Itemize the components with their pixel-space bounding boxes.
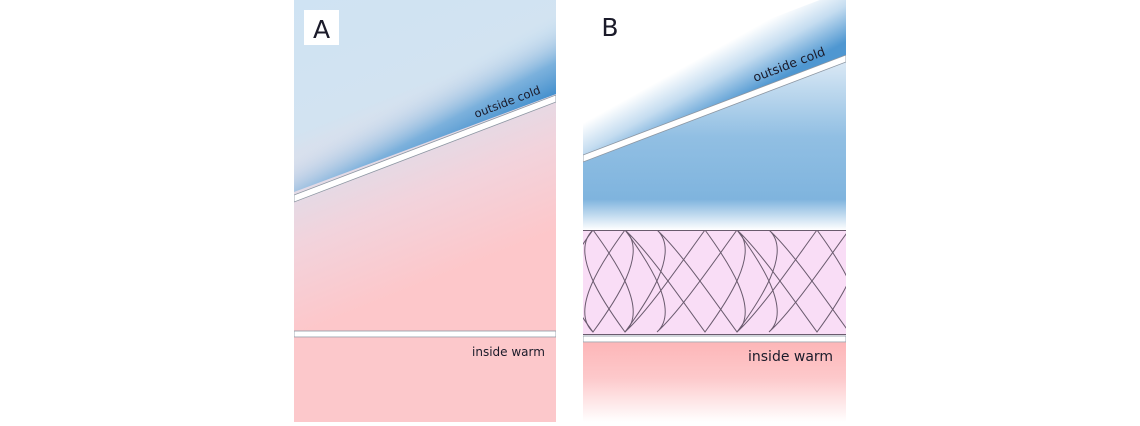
panel-a-uninsulated: A outside cold inside warm (294, 0, 556, 422)
panel-a-diagram: A outside cold inside warm (294, 0, 556, 422)
attic-cold-zone (583, 60, 846, 230)
outside-cold-zone (294, 0, 556, 192)
roof-line (294, 94, 556, 203)
outside-cold-zone (583, 0, 846, 155)
panel-a-letter-box (304, 10, 339, 45)
ceiling-line (294, 330, 556, 338)
panel-b-letter: B (601, 13, 618, 42)
inside-warm-zone (294, 337, 556, 422)
insulation-layer (583, 230, 846, 335)
panel-b-diagram: B outside cold inside warm (583, 0, 846, 422)
inside-warm-zone (583, 342, 846, 422)
inside-warm-label: inside warm (748, 349, 833, 365)
panel-b-insulated: B outside cold inside warm (583, 0, 846, 422)
roof-line (583, 54, 846, 163)
panel-a-letter: A (313, 15, 330, 44)
ceiling-line (583, 335, 846, 343)
inside-warm-label: inside warm (472, 345, 545, 359)
